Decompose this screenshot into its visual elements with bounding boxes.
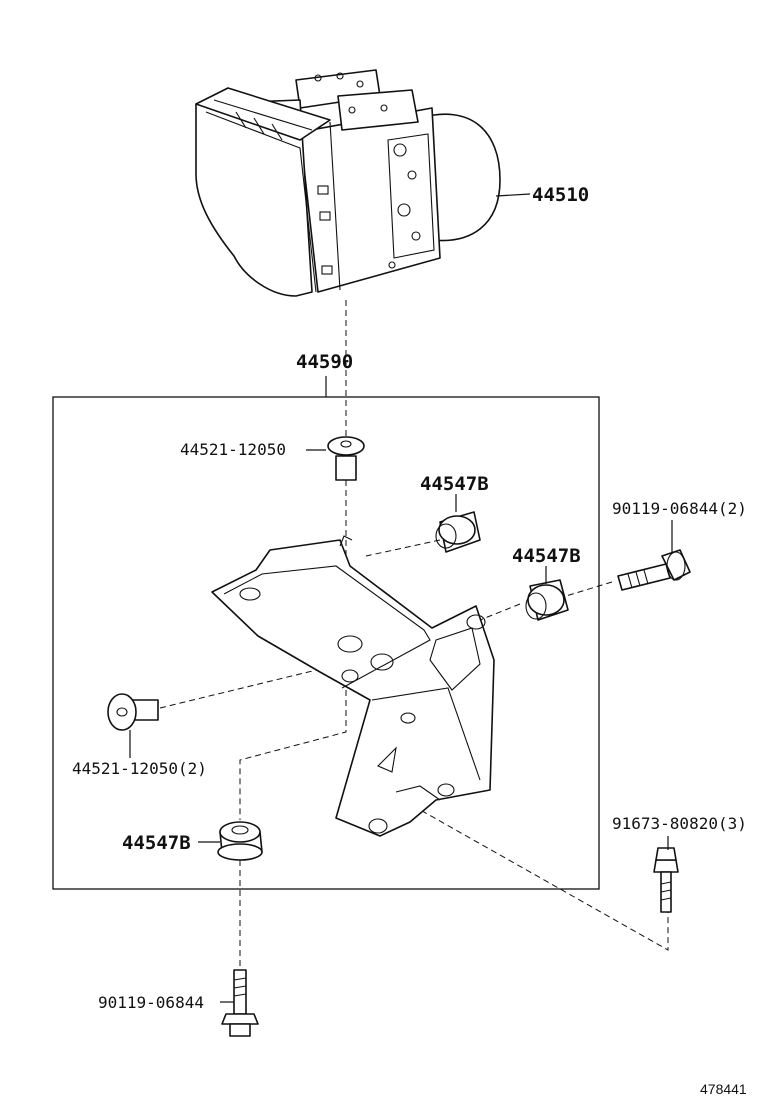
grommet-middle-part[interactable] [525, 579, 569, 621]
abs-actuator-part[interactable] [195, 69, 501, 297]
leader-lines [129, 193, 673, 1003]
label-cushion-left: 44521-12050(2) [72, 759, 207, 778]
grommet-upper-part[interactable] [435, 511, 481, 553]
grommet-lower-part[interactable] [217, 821, 263, 861]
label-bolt-right: 90119-06844(2) [612, 499, 747, 518]
mounting-bracket-part[interactable] [211, 535, 495, 837]
bolt-right-part[interactable] [617, 549, 691, 591]
label-bracket-assembly: 44590 [296, 351, 353, 373]
label-grommet-lower: 44547B [122, 832, 191, 854]
illustration-reference-number: 478441 [700, 1081, 747, 1097]
cushion-top-part[interactable] [327, 436, 365, 481]
label-grommet-upper: 44547B [420, 473, 489, 495]
label-cushion-top: 44521-12050 [180, 440, 286, 459]
bolt-bottom-part[interactable] [221, 969, 259, 1037]
label-bolt-bottom: 90119-06844 [98, 993, 204, 1012]
label-actuator: 44510 [532, 184, 589, 206]
label-grommet-middle: 44547B [512, 545, 581, 567]
label-flange-bolt: 91673-80820(3) [612, 814, 747, 833]
flange-bolt-part[interactable] [653, 847, 679, 913]
cushion-left-part[interactable] [107, 693, 159, 731]
